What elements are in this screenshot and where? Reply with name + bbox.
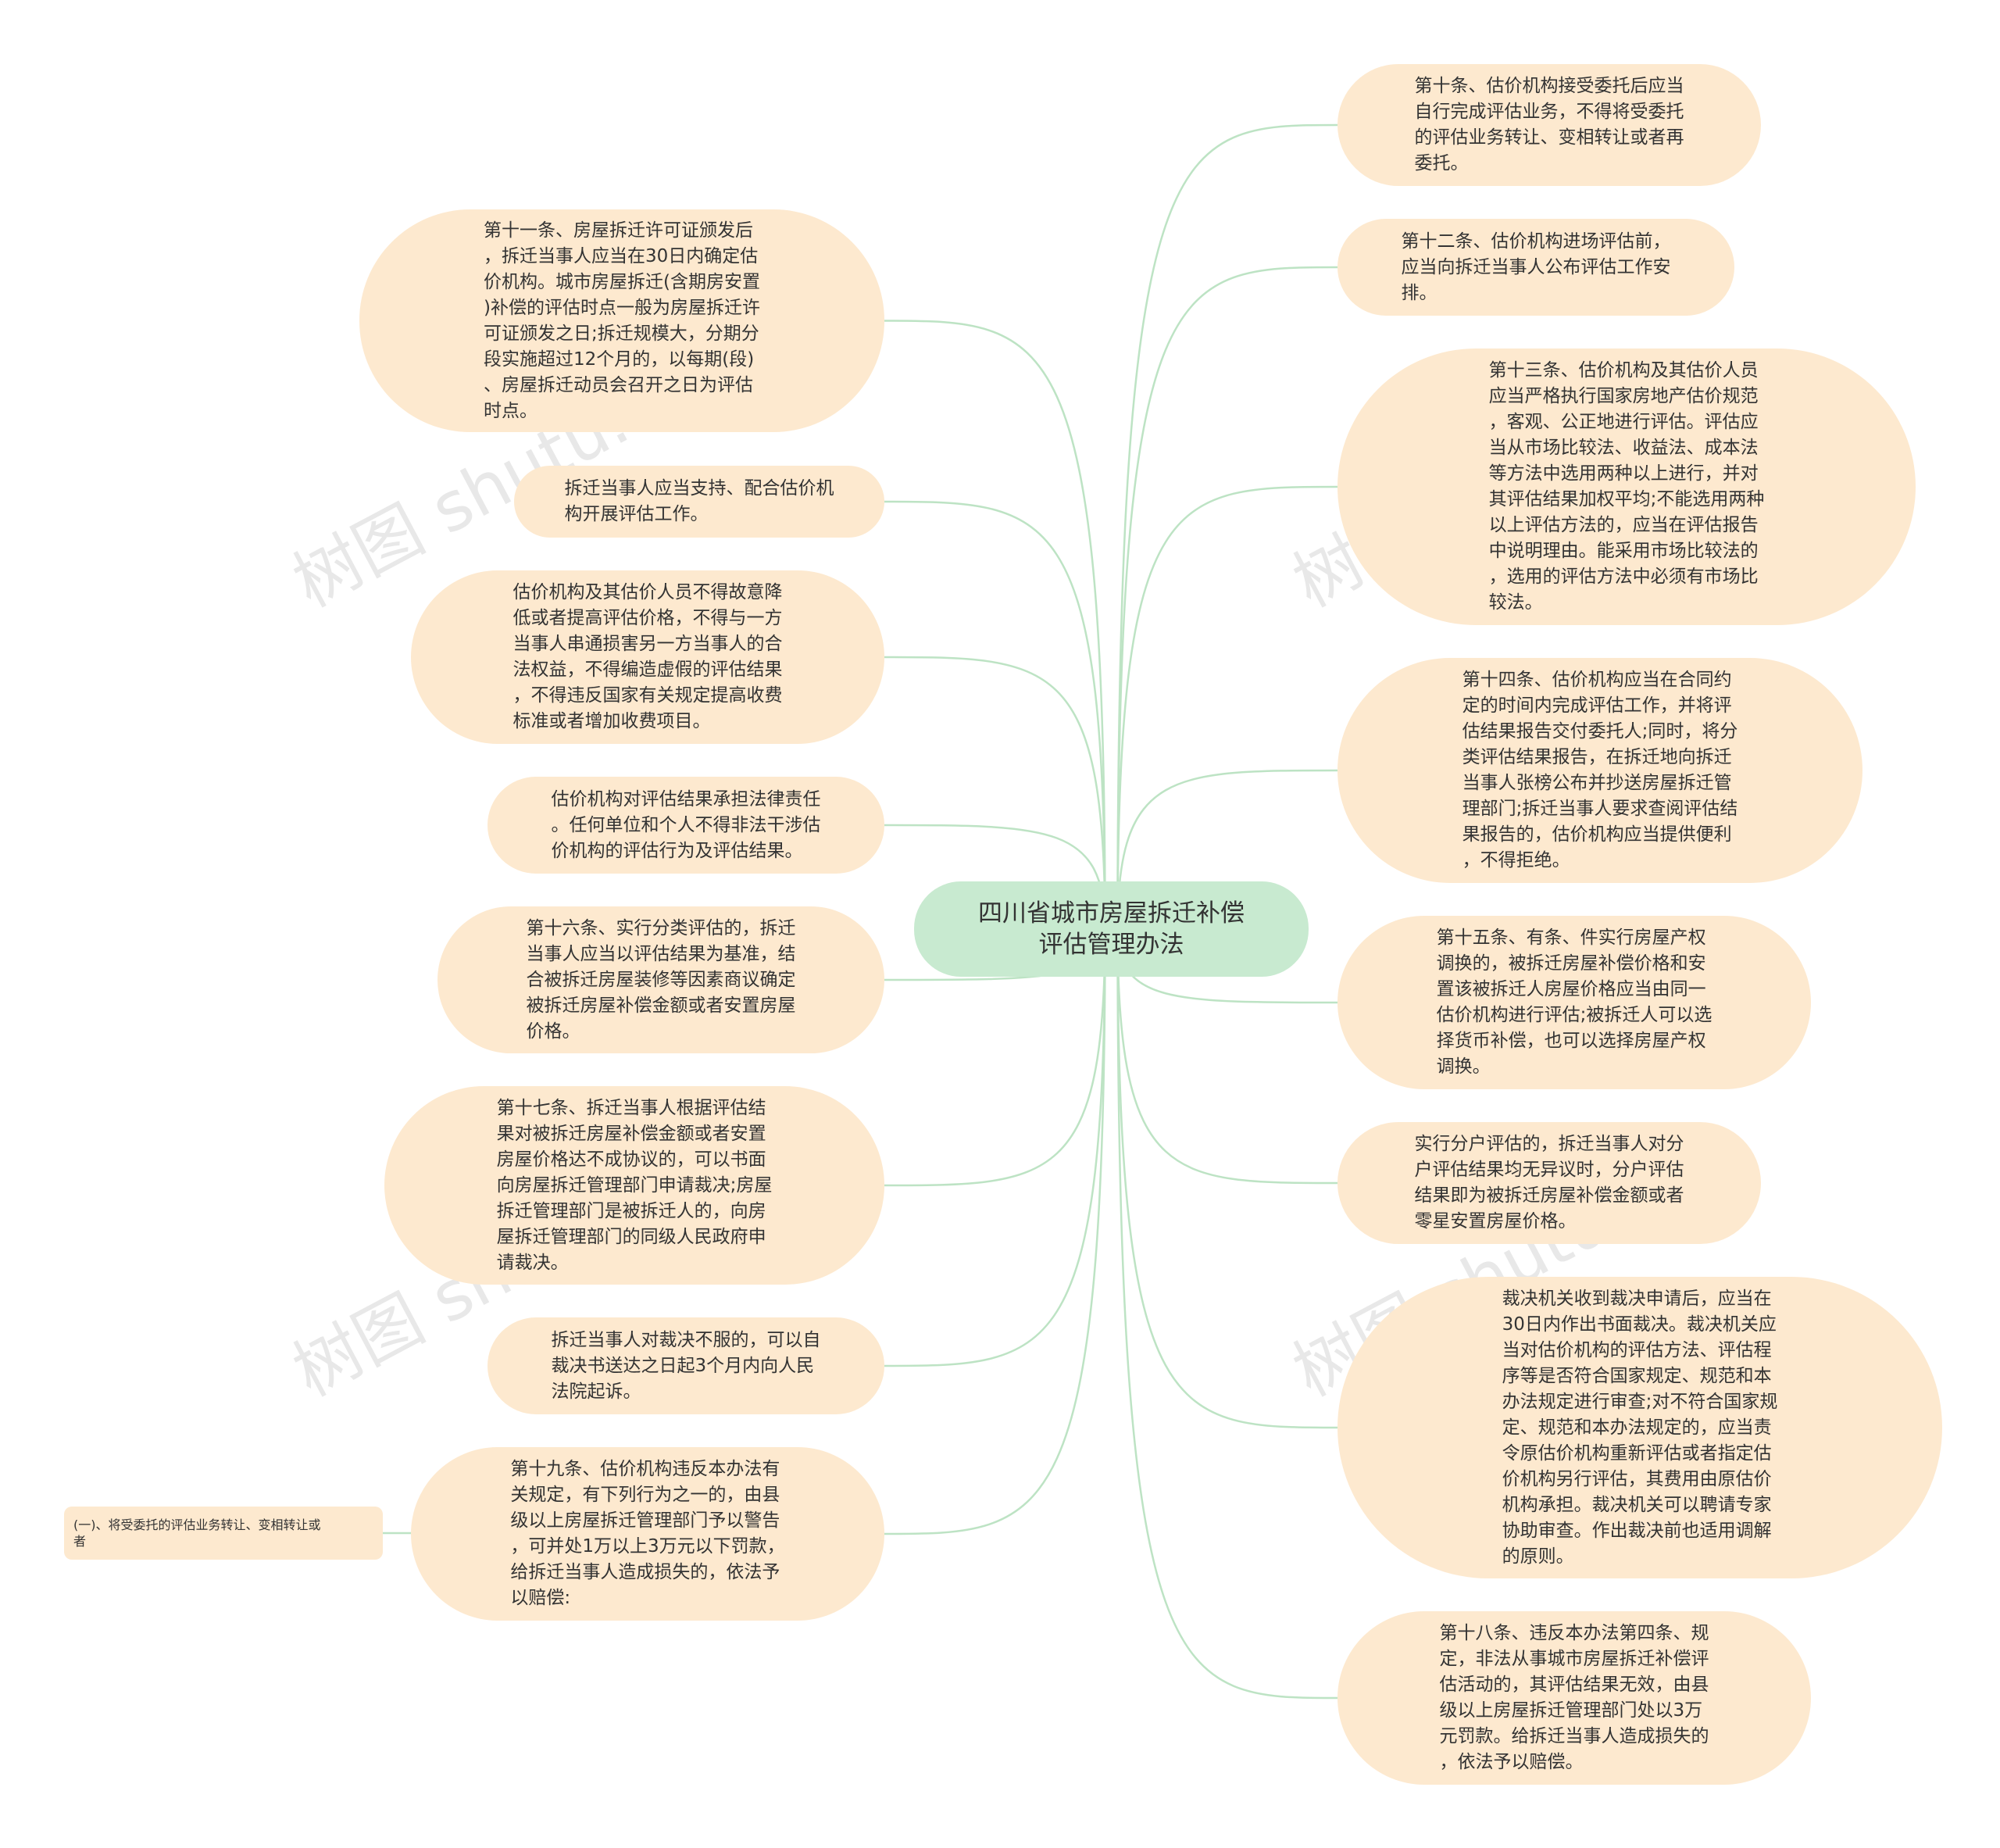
connector-line	[1116, 928, 1338, 1185]
topic-text: 拆迁当事人对裁决不服的，可以自 裁决书送达之日起3个月内向人民 法院起诉。	[551, 1329, 821, 1402]
topic-node[interactable]: 实行分户评估的，拆迁当事人对分 户评估结果均无异议时，分户评估 结果即为被拆迁房…	[1338, 1122, 1761, 1244]
root-topic-label: 四川省城市房屋拆迁补偿 评估管理办法	[978, 899, 1245, 959]
connector-line	[884, 656, 1106, 930]
topic-node[interactable]: 第十一条、房屋拆迁许可证颁发后 ，拆迁当事人应当在30日内确定估 价机构。城市房…	[359, 209, 884, 432]
topic-node[interactable]: 第十二条、估价机构进场评估前， 应当向拆迁当事人公布评估工作安 排。	[1338, 219, 1734, 316]
topic-text: 第十九条、估价机构违反本办法有 关规定，有下列行为之一的，由县 级以上房屋拆迁管…	[510, 1459, 785, 1608]
connector-line	[1116, 769, 1338, 930]
topic-node[interactable]: 第十三条、估价机构及其估价人员 应当严格执行国家房地产估价规范 ，客观、公正地进…	[1338, 349, 1916, 625]
connector-line	[1116, 928, 1338, 1429]
connector-line	[884, 500, 1106, 930]
topic-text: 第十三条、估价机构及其估价人员 应当严格执行国家房地产估价规范 ，客观、公正地进…	[1488, 360, 1765, 613]
topic-node[interactable]: 估价机构对评估结果承担法律责任 。任何单位和个人不得非法干涉估 价机构的评估行为…	[488, 777, 884, 874]
topic-node[interactable]: 估价机构及其估价人员不得故意降 低或者提高评估价格，不得与一方 当事人串通损害另…	[411, 570, 884, 744]
topic-text: 第十六条、实行分类评估的，拆迁 当事人应当以评估结果为基准，结 合被拆迁房屋装修…	[526, 917, 796, 1042]
connector-line	[884, 928, 1106, 1367]
subtopic-node[interactable]: (一)、将受委托的评估业务转让、变相转让或 者	[64, 1507, 383, 1560]
topic-text: 第十五条、有条、件实行房屋产权 调换的，被拆迁房屋补偿价格和安 置该被拆迁人房屋…	[1436, 928, 1712, 1077]
topic-text: 第十七条、拆迁当事人根据评估结 果对被拆迁房屋补偿金额或者安置 房屋价格达不成协…	[496, 1097, 773, 1273]
connector-line	[1116, 485, 1338, 930]
topic-node[interactable]: 第十条、估价机构接受委托后应当 自行完成评估业务，不得将受委托 的评估业务转让、…	[1338, 64, 1761, 186]
subtopic-text: (一)、将受委托的评估业务转让、变相转让或 者	[73, 1517, 321, 1549]
connector-line	[1116, 928, 1338, 1700]
topic-text: 第十八条、违反本办法第四条、规 定，非法从事城市房屋拆迁补偿评 估活动的，其评估…	[1439, 1623, 1709, 1772]
topic-node[interactable]: 裁决机关收到裁决申请后，应当在 30日内作出书面裁决。裁决机关应 当对估价机构的…	[1338, 1277, 1942, 1578]
topic-text: 拆迁当事人应当支持、配合估价机 构开展评估工作。	[564, 478, 834, 524]
topic-node[interactable]: 第十五条、有条、件实行房屋产权 调换的，被拆迁房屋补偿价格和安 置该被拆迁人房屋…	[1338, 916, 1811, 1089]
topic-text: 第十一条、房屋拆迁许可证颁发后 ，拆迁当事人应当在30日内确定估 价机构。城市房…	[484, 220, 760, 421]
root-topic-node[interactable]: 四川省城市房屋拆迁补偿 评估管理办法	[914, 881, 1309, 977]
connector-line	[884, 320, 1106, 930]
connector-line	[884, 928, 1106, 1535]
topic-text: 裁决机关收到裁决申请后，应当在 30日内作出书面裁决。裁决机关应 当对估价机构的…	[1502, 1288, 1778, 1567]
topic-node[interactable]: 第十八条、违反本办法第四条、规 定，非法从事城市房屋拆迁补偿评 估活动的，其评估…	[1338, 1611, 1811, 1785]
topic-node[interactable]: 第十九条、估价机构违反本办法有 关规定，有下列行为之一的，由县 级以上房屋拆迁管…	[411, 1447, 884, 1621]
topic-node[interactable]: 第十七条、拆迁当事人根据评估结 果对被拆迁房屋补偿金额或者安置 房屋价格达不成协…	[384, 1086, 884, 1285]
connector-line	[1116, 123, 1338, 930]
topic-node[interactable]: 拆迁当事人对裁决不服的，可以自 裁决书送达之日起3个月内向人民 法院起诉。	[488, 1317, 884, 1414]
connector-line	[1116, 266, 1338, 930]
topic-text: 估价机构及其估价人员不得故意降 低或者提高评估价格，不得与一方 当事人串通损害另…	[512, 582, 783, 731]
topic-node[interactable]: 拆迁当事人应当支持、配合估价机 构开展评估工作。	[514, 466, 884, 538]
topic-node[interactable]: 第十四条、估价机构应当在合同约 定的时间内完成评估工作，并将评 估结果报告交付委…	[1338, 658, 1862, 883]
topic-text: 第十四条、估价机构应当在合同约 定的时间内完成评估工作，并将评 估结果报告交付委…	[1462, 670, 1738, 870]
topic-text: 第十二条、估价机构进场评估前， 应当向拆迁当事人公布评估工作安 排。	[1401, 231, 1671, 303]
topic-text: 估价机构对评估结果承担法律责任 。任何单位和个人不得非法干涉估 价机构的评估行为…	[551, 788, 821, 861]
topic-text: 实行分户评估的，拆迁当事人对分 户评估结果均无异议时，分户评估 结果即为被拆迁房…	[1414, 1134, 1684, 1231]
connector-line	[884, 928, 1106, 1187]
topic-text: 第十条、估价机构接受委托后应当 自行完成评估业务，不得将受委托 的评估业务转让、…	[1414, 76, 1684, 173]
topic-node[interactable]: 第十六条、实行分类评估的，拆迁 当事人应当以评估结果为基准，结 合被拆迁房屋装修…	[438, 906, 884, 1053]
